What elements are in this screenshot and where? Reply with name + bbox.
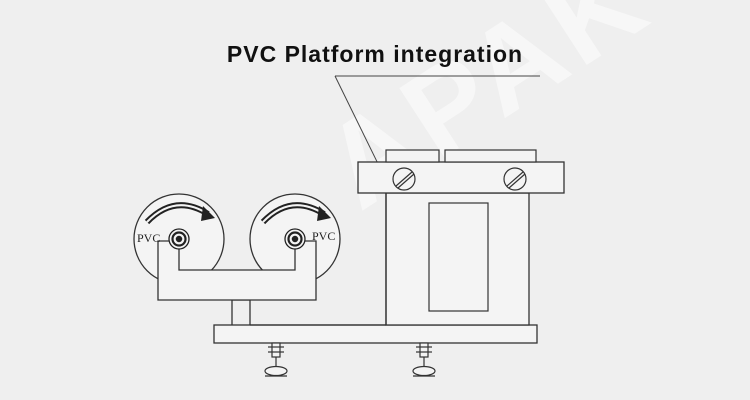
roller-label-right: PVC <box>312 229 336 243</box>
base-plate <box>213 324 538 344</box>
leader-line <box>334 75 540 179</box>
roller-label-left: PVC <box>137 231 161 245</box>
foot-right <box>412 342 436 377</box>
roller-hub-left <box>168 228 190 250</box>
rotation-arrow-left <box>144 202 215 225</box>
foot-left <box>264 342 288 377</box>
rotation-arrow-right <box>260 202 331 225</box>
diagram-title: PVC Platform integration <box>226 41 524 67</box>
column-window <box>428 202 489 312</box>
platform-screw-right <box>503 167 527 191</box>
roller-hub-right <box>284 228 306 250</box>
platform-top <box>357 161 565 194</box>
platform-screw-left <box>392 167 416 191</box>
platform-notch <box>385 149 537 163</box>
